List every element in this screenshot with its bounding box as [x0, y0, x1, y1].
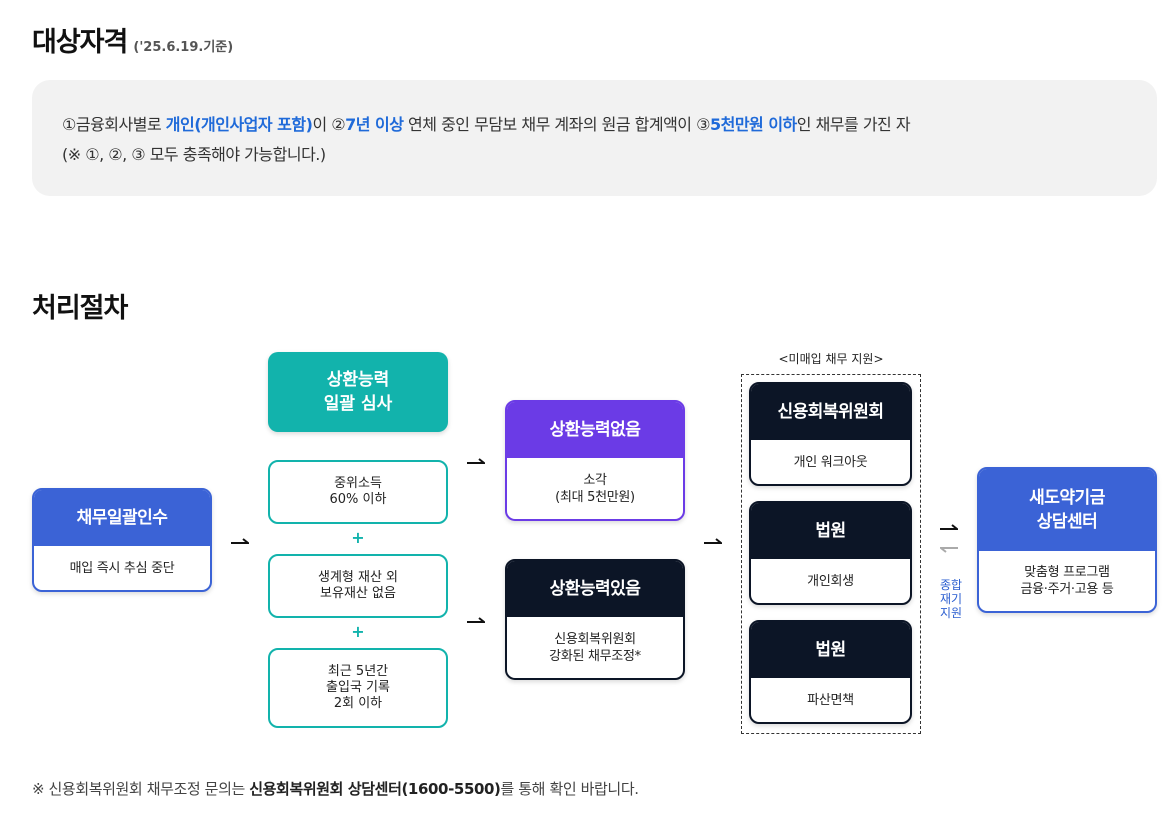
ccrs-head: 신용회복위원회 [751, 384, 910, 440]
plus-icon: + [351, 528, 365, 547]
eligibility-line-2: (※ ①, ②, ③ 모두 충족해야 가능합니다.) [62, 145, 326, 164]
eligibility-highlight-individual: 개인(개인사업자 포함) [165, 115, 313, 134]
court-bankruptcy-head: 법원 [751, 622, 910, 678]
eligibility-title: 대상자격 ('25.6.19.기준) [32, 20, 233, 59]
has-ability-head: 상환능력있음 [507, 561, 683, 617]
footer-note: ※ 신용회복위원회 채무조정 문의는 신용회복위원회 상담센터(1600-550… [32, 778, 639, 799]
court-bankruptcy-card: 법원 파산면책 [749, 620, 912, 724]
eligibility-title-text: 대상자격 [32, 27, 128, 58]
arrow-right-icon [231, 536, 249, 546]
eligibility-text: 이 ② [312, 115, 346, 134]
comprehensive-support-label: 종합 재기 지원 [939, 578, 963, 620]
unpurchased-label: <미매입 채무 지원> [778, 352, 884, 366]
court-rehab-body: 개인회생 [807, 573, 854, 589]
arrow-right-icon [704, 536, 722, 546]
arrow-right-icon [467, 456, 485, 466]
has-ability-card: 상환능력있음 신용회복위원회 강화된 채무조정* [505, 559, 685, 680]
no-ability-body: 소각 (최대 5천만원) [555, 472, 635, 505]
center-head: 새도약기금 상담센터 [979, 469, 1155, 551]
eligibility-highlight-amount: 5천만원 이하 [709, 115, 797, 134]
criteria-immigration: 최근 5년간 출입국 기록 2회 이하 [268, 648, 448, 728]
footer-note-text: ※ 신용회복위원회 채무조정 문의는 [32, 780, 250, 798]
procedure-title: 처리절차 [32, 293, 128, 324]
eligibility-text: 연체 중인 무담보 채무 계좌의 원금 합계액이 ③ [403, 115, 710, 134]
eligibility-date-note: ('25.6.19.기준) [133, 40, 234, 55]
eligibility-text: 인 채무를 가진 자 [796, 115, 911, 134]
arrow-right-icon [940, 522, 958, 532]
center-body: 맞춤형 프로그램 금융·주거·고용 등 [1020, 565, 1114, 597]
center-card: 새도약기금 상담센터 맞춤형 프로그램 금융·주거·고용 등 [977, 467, 1157, 613]
criteria-income: 중위소득 60% 이하 [268, 460, 448, 524]
court-rehab-head: 법원 [751, 503, 910, 559]
unpurchased-group [741, 374, 921, 734]
purchase-card: 채무일괄인수 매입 즉시 추심 중단 [32, 488, 212, 592]
criteria-assets: 생계형 재산 외 보유재산 없음 [268, 554, 448, 618]
eligibility-line-1: ①금융회사별로 개인(개인사업자 포함)이 ②7년 이상 연체 중인 무담보 채… [62, 110, 1127, 140]
footer-note-text: 를 통해 확인 바랍니다. [500, 780, 639, 798]
court-bankruptcy-body: 파산면책 [807, 692, 854, 708]
no-ability-card: 상환능력없음 소각 (최대 5천만원) [505, 400, 685, 521]
court-rehab-card: 법원 개인회생 [749, 501, 912, 605]
purchase-card-head: 채무일괄인수 [34, 490, 210, 546]
ccrs-card: 신용회복위원회 개인 워크아웃 [749, 382, 912, 486]
purchase-card-body: 매입 즉시 추심 중단 [69, 560, 175, 576]
no-ability-head: 상환능력없음 [507, 402, 683, 458]
has-ability-body: 신용회복위원회 강화된 채무조정* [549, 631, 641, 664]
plus-icon: + [351, 622, 365, 641]
arrow-right-icon [467, 615, 485, 625]
arrow-left-icon [940, 545, 958, 555]
ccrs-body: 개인 워크아웃 [793, 454, 868, 470]
eligibility-text: ①금융회사별로 [62, 115, 166, 134]
footer-note-contact: 신용회복위원회 상담센터(1600-5500) [249, 780, 501, 798]
review-card-head: 상환능력 일괄 심사 [268, 352, 448, 432]
eligibility-highlight-years: 7년 이상 [345, 115, 404, 134]
eligibility-box: ①금융회사별로 개인(개인사업자 포함)이 ②7년 이상 연체 중인 무담보 채… [32, 80, 1157, 196]
